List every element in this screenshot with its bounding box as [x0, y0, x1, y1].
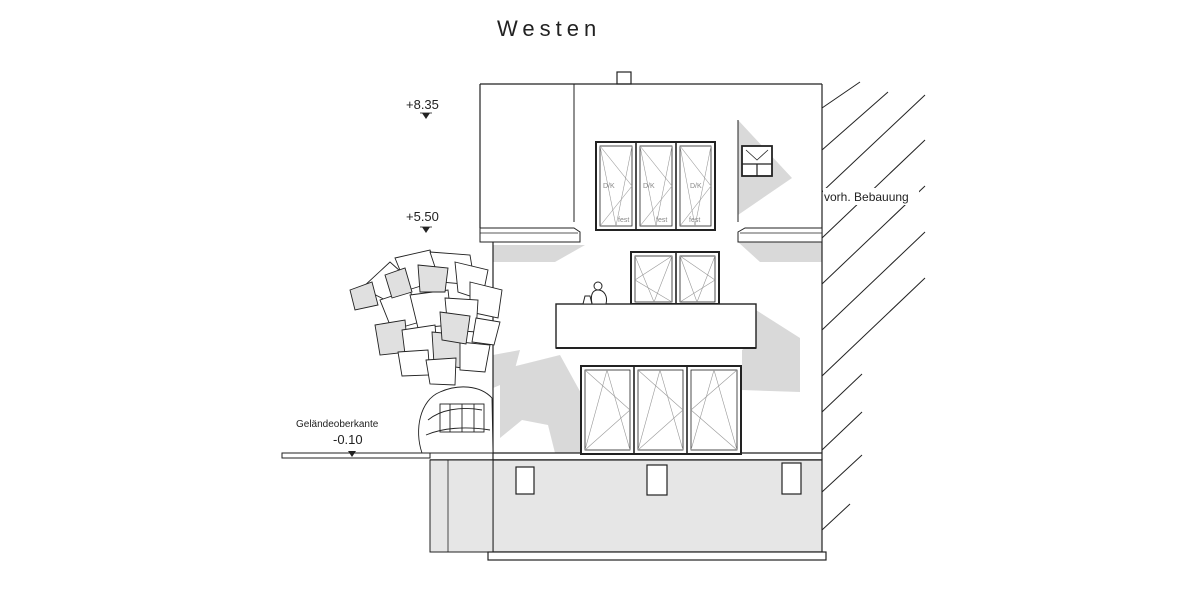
neighbor-building-label: vorh. Bebauung — [824, 190, 909, 204]
window-label-fest-1: fest — [618, 217, 629, 224]
neighbor-label-mask — [823, 188, 919, 205]
window-first-floor — [630, 251, 720, 305]
ground-line — [281, 452, 431, 459]
level-ridge-marker — [422, 113, 430, 119]
window-label-dk-3: D/K — [690, 183, 702, 190]
level-ridge-label: +8.35 — [406, 97, 439, 112]
window-top-floor — [595, 141, 716, 231]
eave-band-right — [737, 227, 823, 243]
basement-window-middle — [646, 464, 668, 496]
basement-level — [429, 459, 827, 561]
chimney — [616, 71, 632, 85]
drawing-title: Westen — [497, 16, 601, 41]
window-ground-floor — [580, 365, 742, 455]
shrub — [418, 386, 494, 454]
tree-canopy — [349, 249, 503, 386]
level-ground-label: -0.10 — [333, 432, 363, 447]
level-ground-marker — [348, 451, 356, 457]
level-eaves-label: +5.50 — [406, 209, 439, 224]
window-gable-small — [741, 145, 773, 177]
basement-window-left — [515, 466, 535, 495]
window-label-fest-3: fest — [689, 217, 700, 224]
balcony — [555, 303, 757, 349]
eave-band-left — [479, 227, 581, 243]
window-label-dk-2: D/K — [643, 183, 655, 190]
neighbor-building-hatch — [821, 81, 926, 555]
level-eaves-marker — [422, 227, 430, 233]
window-label-fest-2: fest — [656, 217, 667, 224]
ground-level-caption: Geländeoberkante — [296, 419, 379, 430]
person-figure — [582, 281, 607, 305]
window-label-dk-1: D/K — [603, 183, 615, 190]
basement-window-right — [781, 462, 802, 495]
